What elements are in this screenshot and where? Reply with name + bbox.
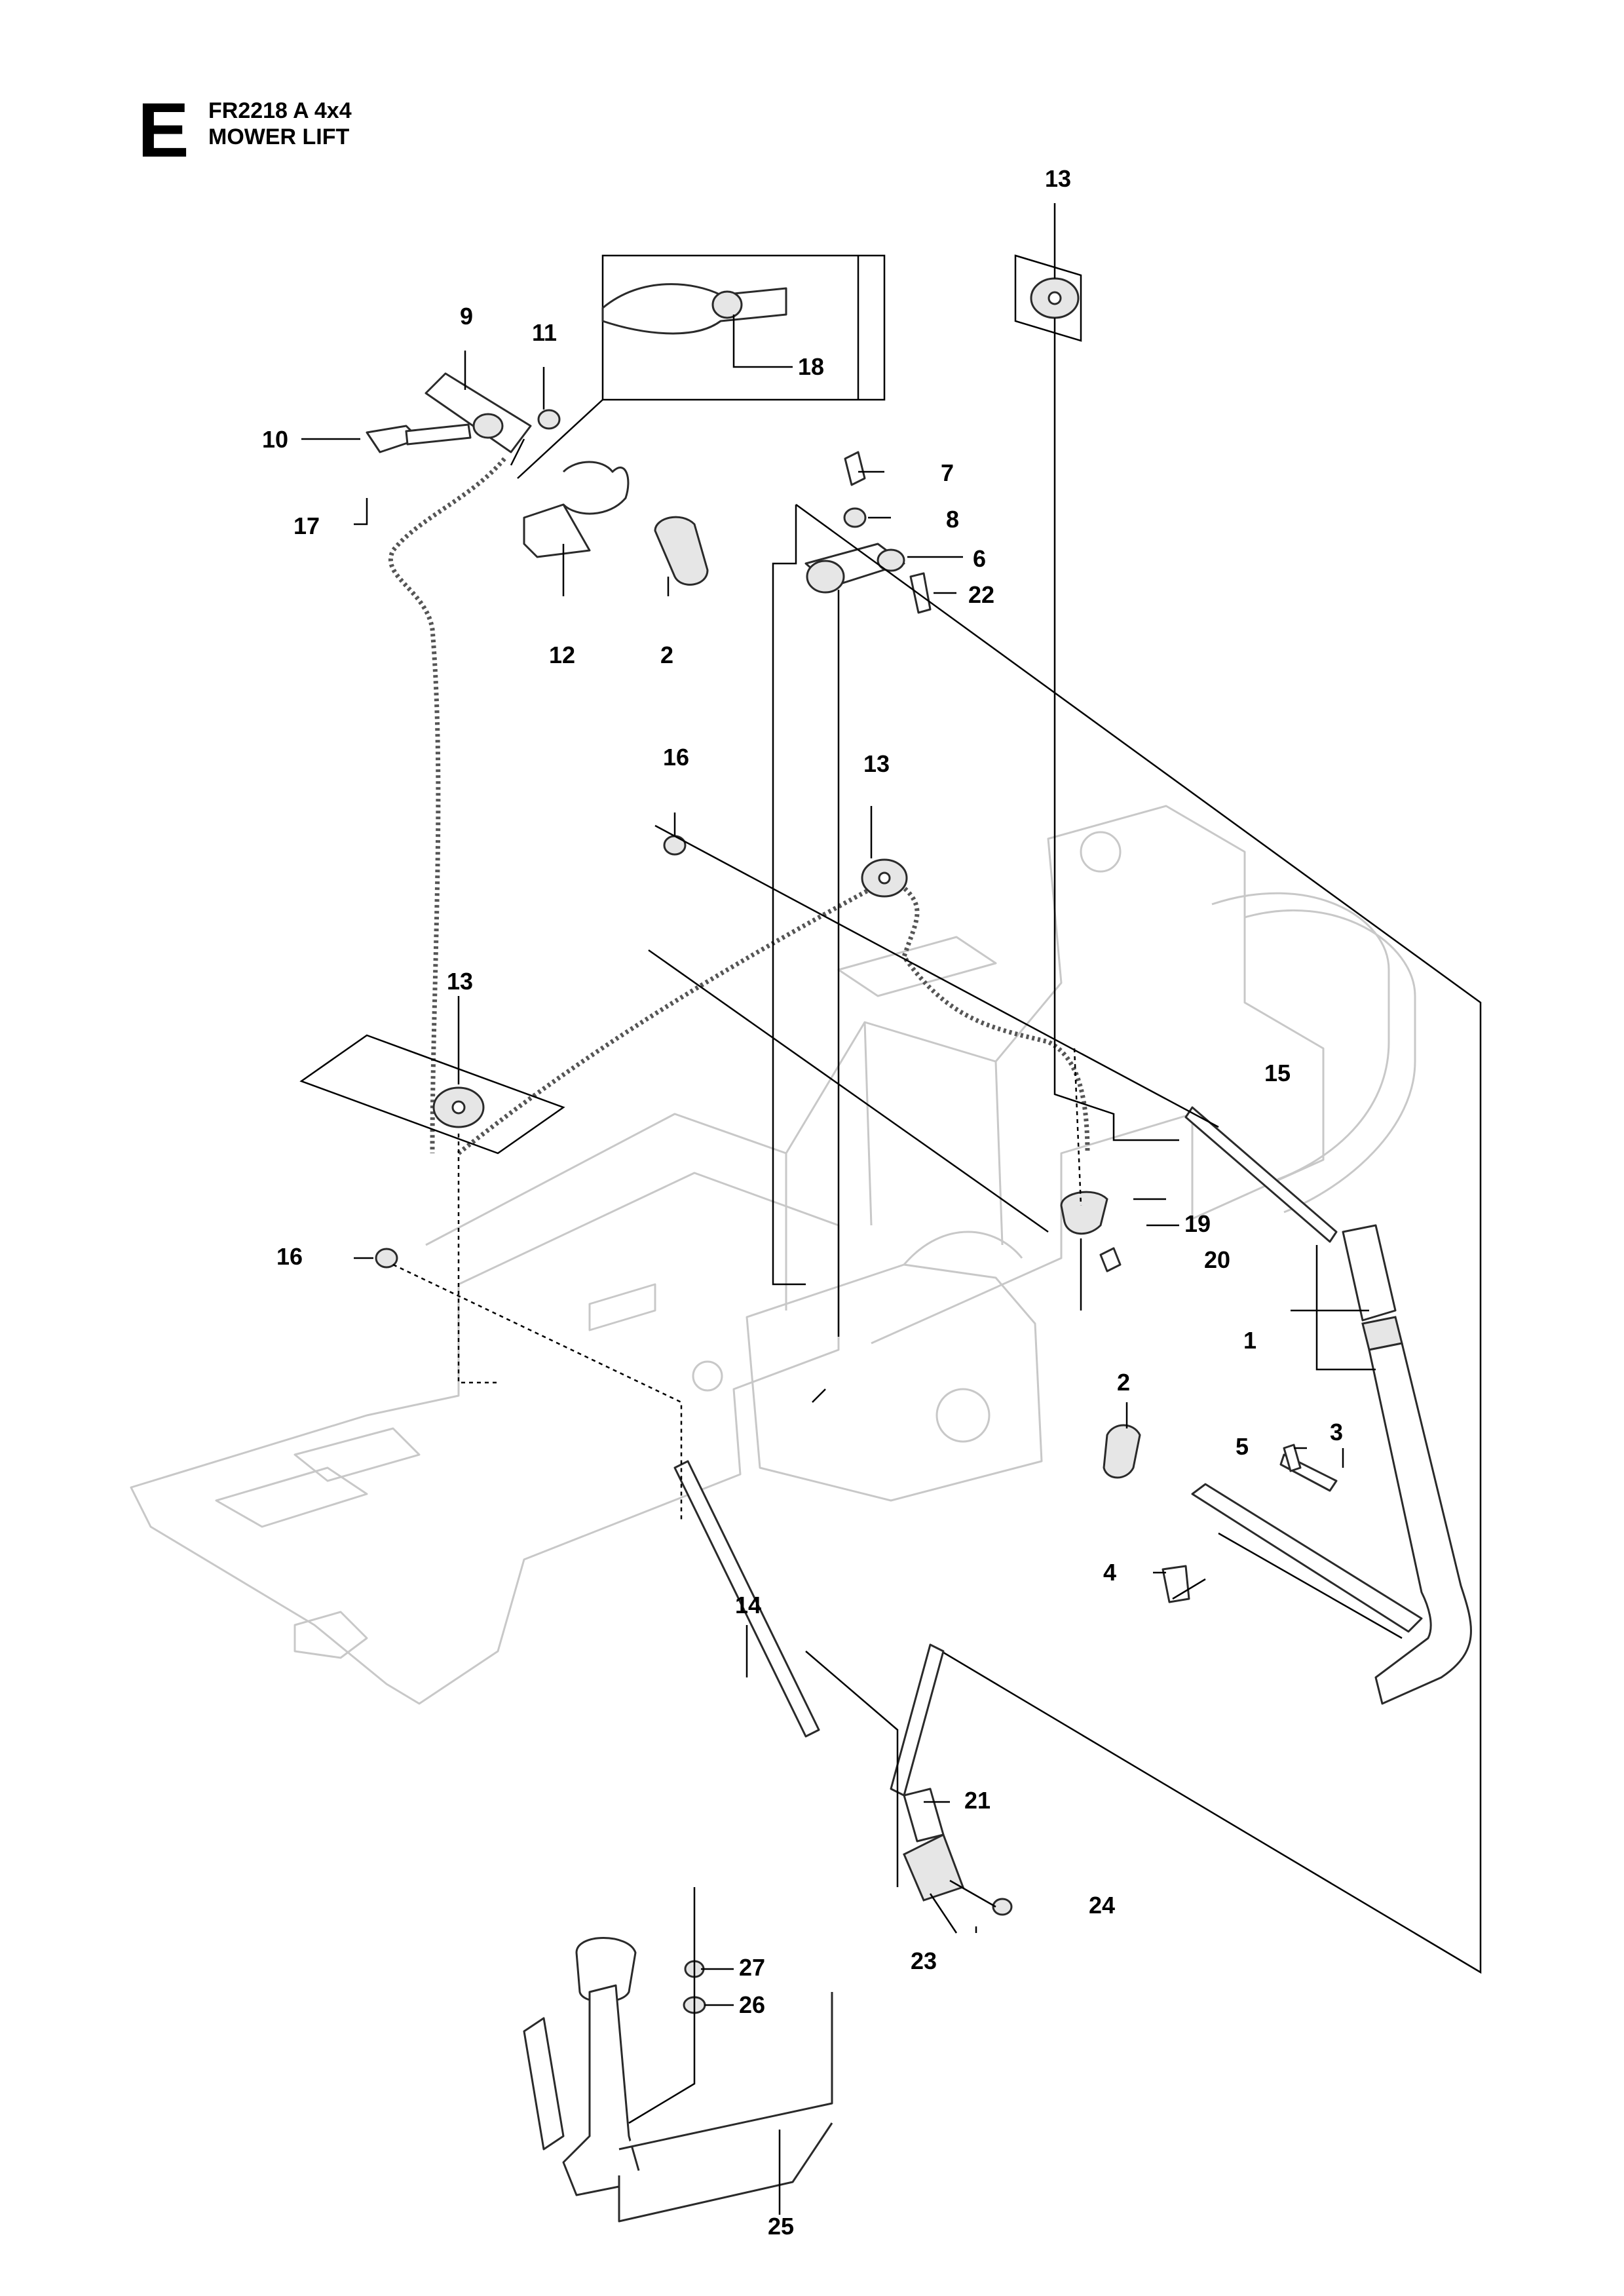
pulley-bracket <box>804 451 932 614</box>
pulley-left <box>299 1034 565 1155</box>
callout-25: 25 <box>768 2213 794 2240</box>
callout-12: 12 <box>549 641 575 668</box>
callout-4: 4 <box>1103 1559 1116 1586</box>
pivot-rod-left <box>673 1460 820 1738</box>
callout-26: 26 <box>739 1991 765 2018</box>
diagram-title: MOWER LIFT <box>208 124 350 149</box>
section-letter: E <box>138 87 189 174</box>
callout-10: 10 <box>262 426 288 453</box>
pivot-rod-right <box>1184 1106 1338 1243</box>
link-rod <box>890 1643 1013 1916</box>
callout-6: 6 <box>973 545 986 572</box>
model-name: FR2218 A 4x4 <box>208 98 352 123</box>
lift-chain <box>388 457 1090 1155</box>
clip-16-lower <box>375 1248 398 1269</box>
pulley-top <box>1014 254 1082 342</box>
callout-27: 27 <box>739 1954 765 1981</box>
lift-handle <box>1342 1224 1472 1705</box>
callout-14: 14 <box>735 1592 761 1618</box>
leader-lines <box>301 203 1403 2215</box>
callouts: 13 9 11 18 10 7 8 17 6 22 12 2 16 13 13 … <box>262 165 1343 2240</box>
inset-detail-18 <box>517 254 886 479</box>
callout-2-lower: 2 <box>1117 1369 1130 1396</box>
callout-24: 24 <box>1089 1892 1115 1919</box>
torsion-spring <box>523 461 630 558</box>
callout-3: 3 <box>1330 1419 1343 1445</box>
callout-21: 21 <box>964 1787 991 1814</box>
pulley-middle <box>861 858 908 898</box>
bushing-top <box>654 516 709 586</box>
page-header: E FR2218 A 4x4 MOWER LIFT <box>138 92 596 170</box>
callout-8: 8 <box>946 506 959 533</box>
bushing-19 <box>1060 1191 1122 1272</box>
lift-shaft <box>1103 1424 1423 1633</box>
callout-15: 15 <box>1264 1060 1291 1086</box>
callout-1: 1 <box>1243 1327 1256 1354</box>
callout-16-lower: 16 <box>276 1243 303 1270</box>
callout-5: 5 <box>1236 1433 1249 1460</box>
callout-2-top: 2 <box>660 641 673 668</box>
pedal-assembly <box>523 1937 833 2223</box>
callout-19: 19 <box>1184 1210 1211 1237</box>
callout-9: 9 <box>460 303 473 330</box>
callout-20: 20 <box>1204 1246 1230 1273</box>
callout-23: 23 <box>911 1947 937 1974</box>
callout-22: 22 <box>968 581 994 608</box>
callout-18: 18 <box>798 353 824 380</box>
callout-13-top: 13 <box>1045 165 1071 192</box>
callout-13-left: 13 <box>447 968 473 995</box>
chain-link-bracket <box>366 372 561 453</box>
callout-7: 7 <box>941 459 954 486</box>
callout-13-middle: 13 <box>863 750 890 777</box>
callout-17: 17 <box>293 512 320 539</box>
callout-11: 11 <box>532 319 557 346</box>
callout-16-upper: 16 <box>663 744 689 771</box>
clip-16-upper <box>663 835 687 856</box>
